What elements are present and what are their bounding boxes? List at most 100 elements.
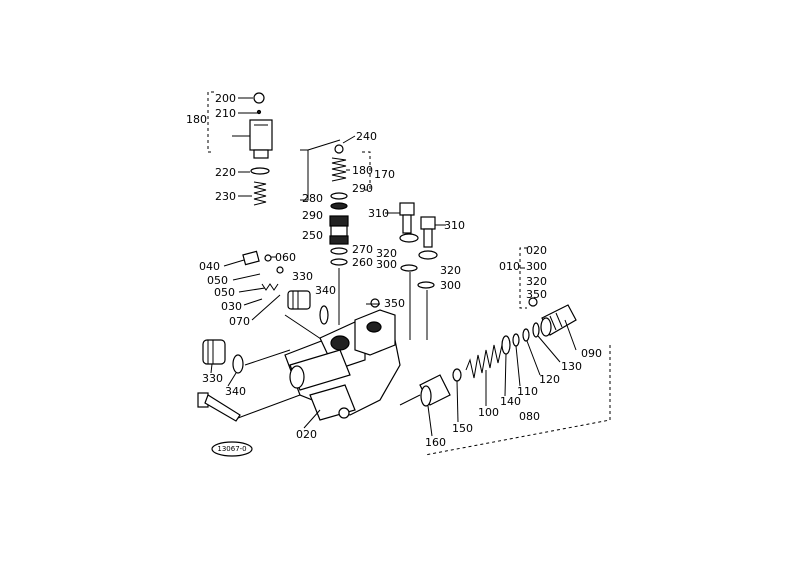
part-040-lever <box>223 250 260 267</box>
label-300-group: 300 <box>526 260 547 273</box>
part-240-cap <box>334 135 356 154</box>
label-180-stack: 180 <box>352 164 373 177</box>
label-270: 270 <box>352 243 373 256</box>
link-line-180b <box>307 139 341 151</box>
part-320-seal-b <box>418 250 438 260</box>
label-120: 120 <box>539 373 560 386</box>
part-spring-small <box>261 283 279 291</box>
bracket-010 <box>519 247 527 309</box>
leader-160 <box>427 405 433 437</box>
label-330-top: 330 <box>292 270 313 283</box>
part-300-washer-a <box>400 264 418 272</box>
label-230: 230 <box>215 190 236 203</box>
part-120-ring <box>522 328 530 342</box>
label-020-group: 020 <box>526 244 547 257</box>
label-070: 070 <box>229 315 250 328</box>
label-050-a: 050 <box>207 274 228 287</box>
part-280-washer <box>330 192 348 200</box>
part-160-nut <box>419 374 451 407</box>
axis-line-plug-b <box>244 349 291 366</box>
label-210: 210 <box>215 107 236 120</box>
label-320-a: 320 <box>376 247 397 260</box>
label-030: 030 <box>221 300 242 313</box>
bracket-180 <box>207 91 214 153</box>
label-300-b: 300 <box>440 279 461 292</box>
leader-120 <box>526 340 541 376</box>
label-250: 250 <box>302 229 323 242</box>
part-250-spool <box>329 215 349 245</box>
part-270-ring <box>330 247 348 255</box>
part-340-oring-a <box>319 305 329 325</box>
label-050-b: 050 <box>214 286 235 299</box>
part-140-oring <box>501 335 511 355</box>
link-line-180 <box>300 149 309 201</box>
label-130: 130 <box>561 360 582 373</box>
label-340-bottom: 340 <box>225 385 246 398</box>
part-290-seal <box>330 202 348 210</box>
leader-140 <box>504 353 507 397</box>
part-220-oring <box>238 167 270 175</box>
part-350-ball-a <box>528 297 538 307</box>
part-050-pin-b <box>238 287 266 293</box>
label-090: 090 <box>581 347 602 360</box>
label-220: 220 <box>215 166 236 179</box>
leader-340-b <box>227 372 237 387</box>
label-020-body: 020 <box>296 428 317 441</box>
part-330-plug-b <box>202 339 226 365</box>
part-130-ring <box>532 322 540 338</box>
label-320-b: 320 <box>440 264 461 277</box>
part-210-pin <box>238 109 262 115</box>
label-200: 200 <box>215 92 236 105</box>
part-340-oring-b <box>232 354 244 374</box>
drawing-code: 13067-0 <box>217 445 246 453</box>
label-310-a: 310 <box>368 207 389 220</box>
axis-line-long-bolt <box>237 394 301 419</box>
label-260: 260 <box>352 256 373 269</box>
label-320-group: 320 <box>526 275 547 288</box>
axis-line-right <box>399 394 421 406</box>
part-150-washer <box>452 368 462 382</box>
part-180-spring <box>331 157 350 182</box>
label-040: 040 <box>199 260 220 273</box>
label-060: 060 <box>275 251 296 264</box>
bracket-170 <box>362 151 371 191</box>
drawing-code-stamp: 13067-0 <box>211 441 253 457</box>
label-240: 240 <box>356 130 377 143</box>
part-310-bolt-b <box>420 216 446 248</box>
label-150: 150 <box>452 422 473 435</box>
part-310-bolt-a <box>385 202 415 234</box>
part-180-body <box>232 119 273 159</box>
label-140: 140 <box>500 395 521 408</box>
label-010: 010 <box>499 260 520 273</box>
part-090-plug <box>540 304 577 337</box>
part-hollow-ring <box>276 266 284 274</box>
part-320-seal-a <box>399 233 419 243</box>
leader-130 <box>537 335 561 363</box>
part-060-clip <box>264 254 276 262</box>
label-300-a: 300 <box>376 258 397 271</box>
label-290-stack: 290 <box>352 182 373 195</box>
label-080: 080 <box>519 410 540 423</box>
part-070-leader <box>251 294 281 321</box>
part-long-bolt <box>197 392 241 422</box>
label-350-body: 350 <box>384 297 405 310</box>
part-030-pin <box>243 298 263 306</box>
label-280: 280 <box>302 192 323 205</box>
label-100: 100 <box>478 406 499 419</box>
part-300-washer-b <box>417 281 435 289</box>
leader-020 <box>303 409 321 429</box>
part-200-ball <box>238 92 265 104</box>
part-330-plug-a <box>287 290 311 310</box>
part-020-main-body <box>284 309 401 421</box>
leader-150 <box>456 380 459 423</box>
label-170: 170 <box>374 168 395 181</box>
label-310-b: 310 <box>444 219 465 232</box>
part-230-spring <box>238 181 267 206</box>
label-180-top: 180 <box>186 113 207 126</box>
label-340-top: 340 <box>315 284 336 297</box>
leader-330-b <box>210 363 213 374</box>
bracket-080 <box>424 345 611 456</box>
part-110-ring <box>512 333 520 347</box>
